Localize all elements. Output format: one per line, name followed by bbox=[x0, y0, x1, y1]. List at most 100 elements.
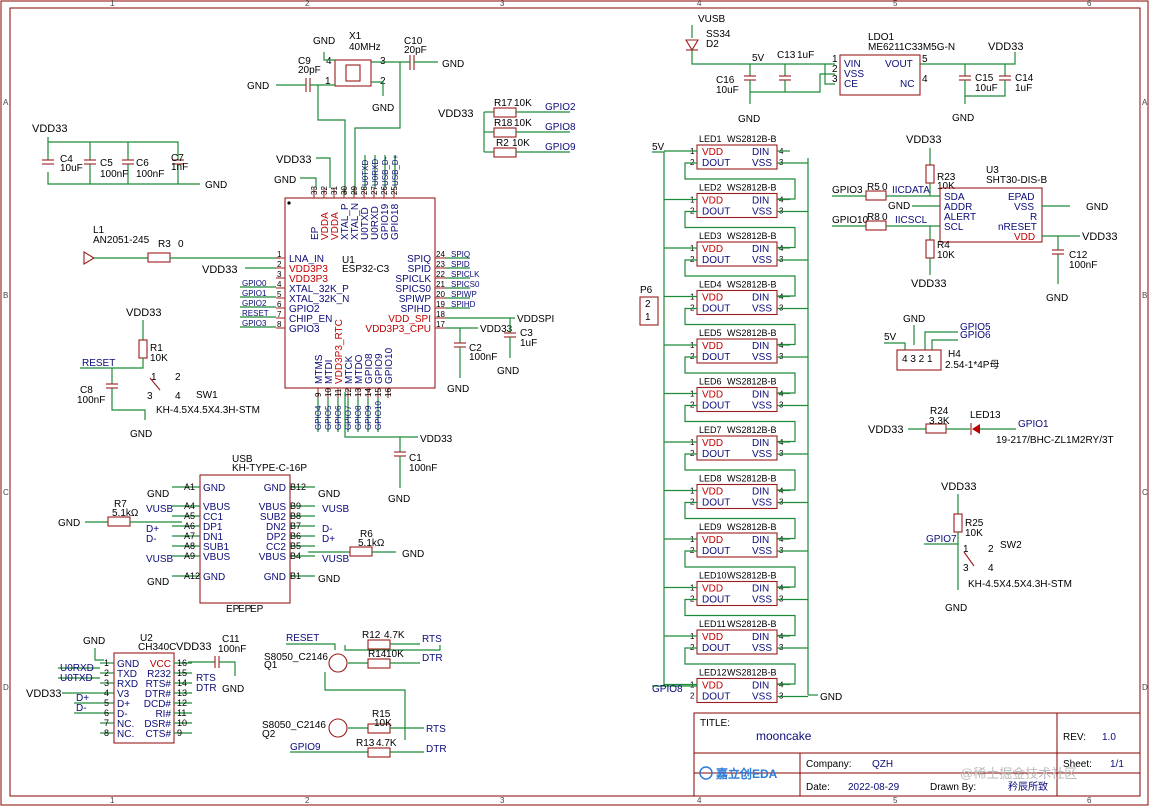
gpio9-net: GPIO9 bbox=[545, 142, 576, 153]
led-ref: LED5 bbox=[699, 328, 722, 338]
q1-ref: Q1 bbox=[264, 660, 278, 671]
dminus-net: D- bbox=[322, 524, 333, 535]
vdd33-label: VDD33 bbox=[988, 41, 1023, 53]
c4-ref: C4 bbox=[60, 154, 73, 165]
r3-body bbox=[147, 252, 171, 263]
u1-net-label: GPIO9 bbox=[364, 405, 373, 430]
u1-left-pins: LNA_IN1VDD3P32VDD3P33XTAL_32K_P4XTAL_32K… bbox=[276, 250, 349, 335]
gpio6-net: GPIO6 bbox=[960, 330, 991, 341]
wire bbox=[691, 50, 835, 65]
r23-body bbox=[925, 164, 935, 184]
led-pin-dout: DOUT bbox=[702, 401, 730, 412]
r4-value: 10K bbox=[937, 250, 955, 261]
gnd-label: GND bbox=[1086, 202, 1108, 213]
c16-value: 10uF bbox=[716, 85, 739, 96]
date-value: 2022-08-29 bbox=[848, 782, 900, 793]
u1-pin-num: 18 bbox=[436, 310, 445, 319]
u1-pin-num: 10 bbox=[324, 388, 333, 397]
l1-value: AN2051-245 bbox=[93, 235, 150, 246]
grid-row-label: D bbox=[3, 683, 9, 692]
usb-ep: EP bbox=[250, 604, 264, 615]
vdd33-label: VDD33 bbox=[480, 324, 513, 335]
usb-pin-num: A4 bbox=[184, 501, 195, 511]
grid-col-label: 6 bbox=[1087, 0, 1092, 8]
diode-d2 bbox=[685, 39, 699, 52]
u2-pin-name: DCD# bbox=[144, 699, 172, 710]
led-pin-vdd: VDD bbox=[702, 390, 723, 401]
u1-pin-num: 23 bbox=[436, 260, 445, 269]
led-pin-din: DIN bbox=[752, 584, 769, 595]
u2-pin-num: 13 bbox=[177, 688, 187, 698]
u3-vss: VSS bbox=[1014, 202, 1034, 213]
gnd-label: GND bbox=[497, 366, 519, 377]
gnd-label: GND bbox=[130, 429, 152, 440]
led-part: WS2812B-B bbox=[727, 425, 777, 435]
u1-pin-name: VDD3P3_CPU bbox=[365, 324, 431, 335]
ldo1-body bbox=[839, 54, 921, 96]
usb-pin-name: VBUS bbox=[259, 502, 287, 513]
usb-pin-name: DN2 bbox=[266, 522, 286, 533]
u1-pin-num: 16 bbox=[384, 388, 393, 397]
c6-ref: C6 bbox=[136, 158, 149, 169]
u2-pin-name: D+ bbox=[117, 699, 130, 710]
wire bbox=[371, 81, 384, 96]
c9-ref: C9 bbox=[298, 56, 311, 67]
x1-value: 40MHz bbox=[349, 42, 381, 53]
u3-sda: SDA bbox=[944, 192, 965, 203]
r3-ref: R3 bbox=[158, 239, 171, 250]
led-ref: LED1 bbox=[699, 134, 722, 144]
rev-label: REV: bbox=[1063, 732, 1086, 743]
eda-logo-icon bbox=[699, 766, 713, 780]
usb-pin-name: DP2 bbox=[267, 532, 287, 543]
h4-pins: 4 3 2 1 bbox=[902, 354, 933, 365]
vusb-net: VUSB bbox=[322, 554, 350, 565]
led-pin-vdd: VDD bbox=[702, 584, 723, 595]
led13-ref: LED13 bbox=[970, 410, 1001, 421]
u2-pin-name: GND bbox=[117, 659, 139, 670]
p6-pin2: 2 bbox=[645, 299, 651, 310]
u2-pin-name: R232 bbox=[147, 669, 171, 680]
grid-col-label: 1 bbox=[110, 796, 115, 805]
u1-pin-num: 20 bbox=[436, 290, 445, 299]
h4-ref: H4 bbox=[948, 349, 961, 360]
led-ref: LED6 bbox=[699, 377, 722, 387]
iicscl-net: IICSCL bbox=[895, 215, 928, 226]
led-pin-vss: VSS bbox=[752, 498, 772, 509]
grid-col-label: 4 bbox=[697, 0, 702, 8]
u1-pin-num: 27 bbox=[370, 186, 379, 195]
title-block: TITLE: mooncake REV: 1.0 Company: QZH Sh… bbox=[693, 712, 1141, 797]
gnd-label: GND bbox=[247, 81, 269, 92]
vusb-net: VUSB bbox=[322, 504, 350, 515]
u1-net-label: GPIO3 bbox=[242, 319, 267, 328]
gnd-label: GND bbox=[447, 384, 469, 395]
led-pin-vss: VSS bbox=[752, 352, 772, 363]
usb-left-pins: GNDA1VBUSA4CC1A5DP1A6DN1A7SUB1A8VBUSA9GN… bbox=[172, 482, 231, 583]
led-ref: LED12 bbox=[699, 668, 727, 678]
led-part: WS2812B-B bbox=[727, 231, 777, 241]
u1-pin-num: 13 bbox=[354, 388, 363, 397]
r1-ref: R1 bbox=[150, 343, 163, 354]
p6-body bbox=[639, 296, 659, 326]
u1-pin-num: 19 bbox=[436, 300, 445, 309]
led-pin-dout: DOUT bbox=[702, 352, 730, 363]
user-button: VDD33 R25 10K GPIO7 1 2 3 4 SW2 KH-4.5X4… bbox=[924, 481, 1072, 614]
gpio3-net: GPIO3 bbox=[832, 185, 863, 196]
u1-net-label: GPIO0 bbox=[242, 279, 267, 288]
u1-pin-name: VDD_SPI bbox=[388, 314, 431, 325]
usb-pin-num: B7 bbox=[290, 521, 301, 531]
usb-pin-num: B6 bbox=[290, 531, 301, 541]
company-label: Company: bbox=[806, 759, 852, 770]
led-pin-vdd: VDD bbox=[702, 681, 723, 692]
r23-value: 10K bbox=[937, 181, 955, 192]
c7-value: 1nF bbox=[171, 162, 188, 173]
wire bbox=[317, 85, 346, 195]
u3-scl: SCL bbox=[944, 222, 964, 233]
wire bbox=[684, 259, 796, 297]
